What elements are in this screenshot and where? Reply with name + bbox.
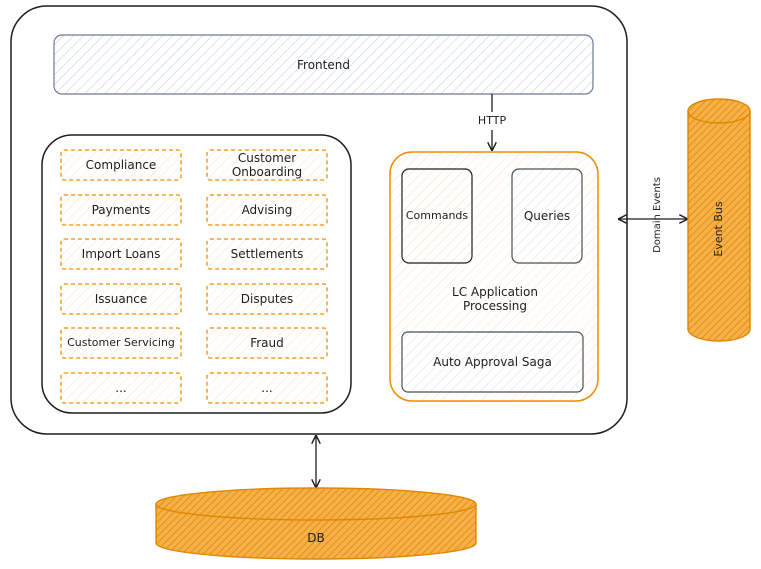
module-box (206, 283, 328, 315)
module-box (60, 283, 182, 315)
module-advising: Advising (241, 203, 293, 217)
module-disputes: Disputes (240, 292, 294, 306)
lc-app-label: LC Application Processing (452, 285, 538, 313)
module-boxes (60, 149, 328, 404)
module-box (60, 238, 182, 270)
module-compliance: Compliance (85, 158, 157, 172)
module-fraud: Fraud (250, 336, 284, 350)
domain-events-label: Domain Events (652, 177, 663, 253)
frontend-box (53, 34, 594, 95)
module-box (60, 149, 182, 181)
saga-label: Auto Approval Saga (433, 355, 552, 369)
module-box (206, 372, 328, 404)
event-bus-label: Event Bus (712, 201, 725, 257)
module-box (206, 149, 328, 181)
module-more-1: ... (115, 381, 127, 395)
saga-box (401, 331, 584, 393)
module-settlements: Settlements (230, 247, 304, 261)
queries-label: Queries (523, 209, 571, 223)
event-bus-cylinder (687, 98, 751, 342)
module-box (206, 238, 328, 270)
module-box (206, 194, 328, 226)
module-box (206, 327, 328, 359)
module-customer-servicing: Customer Servicing (67, 336, 175, 349)
module-issuance: Issuance (94, 292, 148, 306)
db-cylinder (155, 487, 477, 560)
module-box (60, 372, 182, 404)
module-customer-onboarding: Customer Onboarding (231, 151, 303, 179)
module-import-loans: Import Loans (81, 247, 161, 261)
queries-box (511, 168, 583, 264)
commands-box (401, 168, 473, 264)
module-box (60, 327, 182, 359)
db-label: DB (307, 531, 325, 545)
module-payments: Payments (91, 203, 151, 217)
module-box (60, 194, 182, 226)
module-more-2: ... (261, 381, 273, 395)
commands-label: Commands (405, 209, 469, 222)
http-label: HTTP (470, 112, 514, 130)
frontend-label: Frontend (297, 57, 350, 72)
